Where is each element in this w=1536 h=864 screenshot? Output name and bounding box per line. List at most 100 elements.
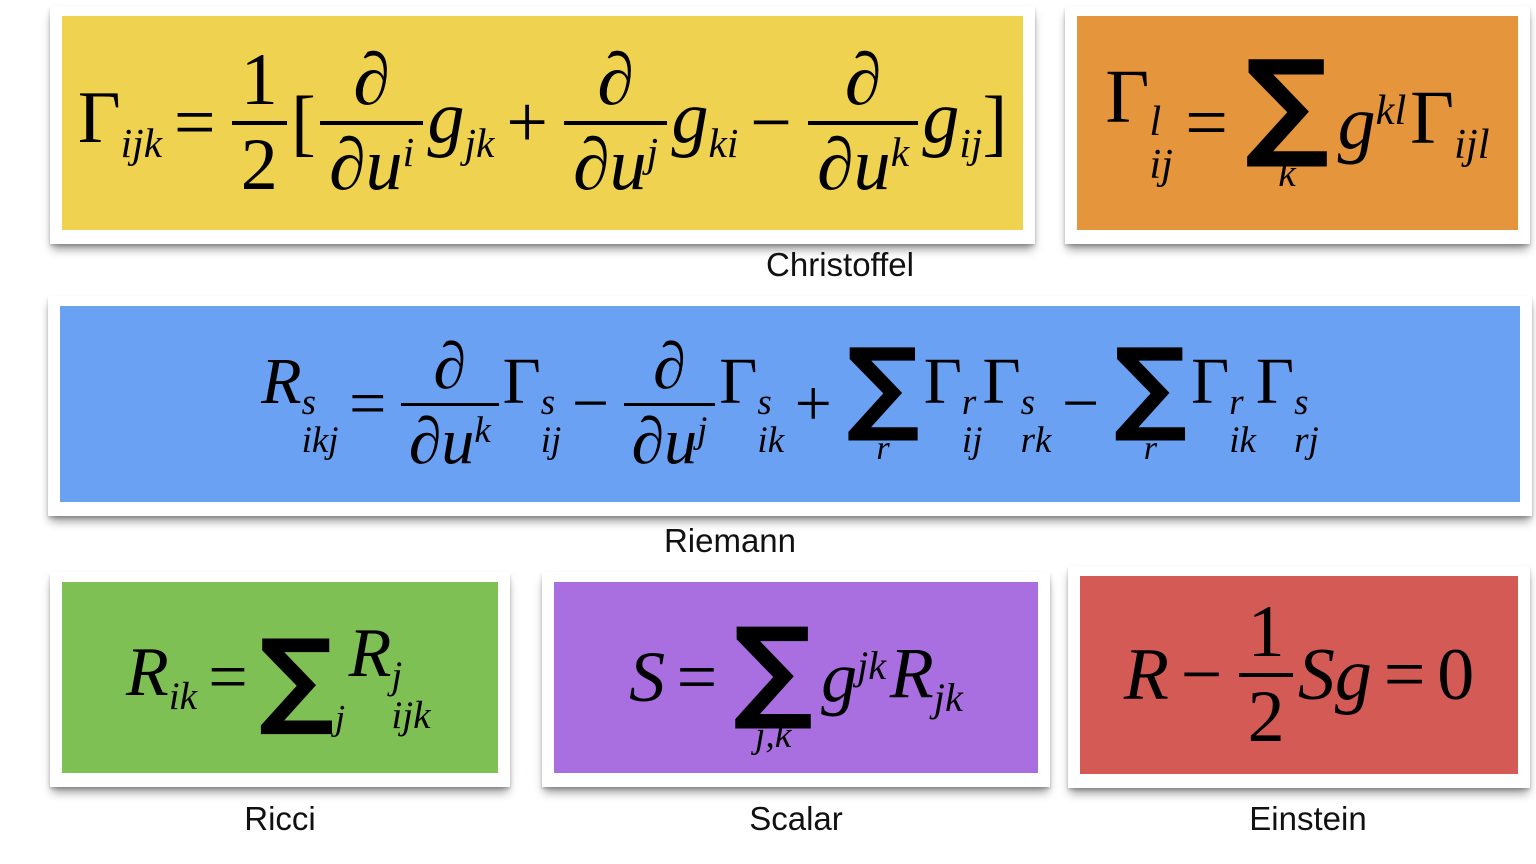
gamma-subscript: ijk (120, 120, 163, 167)
g-subscript-2: ki (708, 120, 739, 167)
equals-sign: = (1383, 634, 1426, 716)
du-index-3: k (890, 128, 910, 175)
g-superscript-kl: kl (1375, 87, 1407, 135)
partial-u-1: ∂ui (320, 121, 424, 206)
riemann-plus: + (794, 367, 832, 440)
ricci-summation: ∑ j (259, 625, 345, 736)
christoffel-lower-card: Γijk = 1 2 [ ∂ ∂ui gjk + ∂ ∂uj gki − ∂ ∂… (50, 6, 1035, 244)
partial-u-3: ∂uk (808, 121, 918, 203)
du-1: ∂u (329, 123, 403, 206)
partial-symbol-2: ∂ (597, 38, 634, 121)
sigma-limit-jk: j,k (754, 715, 792, 757)
riemann-superscript-s: s (301, 381, 316, 423)
g-symbol-1: g (427, 77, 465, 160)
einstein-zero: 0 (1437, 634, 1475, 716)
scalar-card: S = ∑ j,k gjk Rjk (542, 572, 1050, 787)
ricci-rhs-glyph: R (348, 615, 392, 693)
sigma-glyph-2: ∑ (1113, 327, 1188, 447)
summation-operator: ∑ k (1245, 44, 1330, 196)
minus-operator: − (750, 82, 792, 164)
scalar-summation: ∑ j,k (733, 604, 814, 757)
open-bracket: [ (291, 82, 316, 164)
g-subscript-3: ij (959, 120, 983, 167)
partial-symbol-k: ∂ (433, 329, 467, 403)
metric-g-1: gjk (427, 81, 494, 164)
einstein-one-half: 1 2 (1238, 590, 1294, 756)
einstein-scalar-s: S (1297, 634, 1335, 716)
gamma-5-sub: ik (1229, 419, 1256, 461)
gamma-5-sup: r (1229, 381, 1244, 423)
scalar-lhs: S (629, 637, 666, 718)
gamma-subscript-ij: ij (1149, 141, 1174, 189)
riemann-minus-2: − (1061, 367, 1100, 440)
caption-christoffel: Christoffel (766, 246, 914, 283)
gamma-superscript: l (1149, 97, 1162, 145)
sigma-index-k: k (1278, 151, 1296, 196)
sigma-glyph-1: ∑ (846, 327, 920, 447)
einstein-metric-g: g (1334, 634, 1372, 716)
christoffel-lower-formula: Γijk = 1 2 [ ∂ ∂ui gjk + ∂ ∂uj gki − ∂ ∂… (77, 38, 1007, 206)
sigma-glyph: ∑ (733, 604, 814, 735)
gamma-glyph-2: Γ (1410, 75, 1455, 160)
scalar-inverse-metric: gjk (818, 641, 890, 713)
du-3: ∂u (817, 123, 891, 206)
gamma-1-sup: s (540, 381, 556, 423)
gamma-lower-term: Γijl (1410, 80, 1489, 167)
g-subscript-1: jk (464, 120, 495, 167)
du-index-2: j (646, 128, 659, 175)
partial-derivative-1: ∂ ∂ui (320, 42, 424, 206)
einstein-ricci-r: R (1123, 634, 1169, 716)
einstein-minus: − (1180, 634, 1223, 716)
equals-sign: = (1185, 80, 1229, 165)
einstein-formula: R − 1 2 S g = 0 (1123, 590, 1475, 756)
einstein-numerator: 1 (1247, 590, 1285, 673)
gamma-glyph-5: Γ (1191, 345, 1230, 419)
g-symbol-2: g (671, 77, 709, 160)
gamma-2-sup: s (757, 381, 772, 423)
metric-g-2: gki (672, 81, 739, 164)
gamma-1-sub: ij (540, 419, 562, 461)
sigma-limit-j: j (334, 697, 346, 738)
riemann-sum-2: ∑ r (1113, 327, 1188, 468)
du-index-1: i (402, 128, 415, 175)
riemann-partial-1: ∂ ∂uk (400, 329, 499, 476)
einstein-plate: R − 1 2 S g = 0 (1080, 576, 1518, 774)
gamma-6-sup: s (1294, 381, 1309, 423)
ricci-lhs: Rik (126, 638, 197, 717)
sigma-2-limit-r: r (1143, 429, 1158, 468)
gamma-glyph-6: Γ (1255, 345, 1295, 419)
scalar-plate: S = ∑ j,k gjk Rjk (554, 582, 1038, 773)
equals-sign: = (173, 82, 216, 164)
ricci-rhs-sup-j: j (391, 653, 403, 697)
inverse-metric-g: gkl (1334, 85, 1410, 161)
du-2: ∂u (573, 123, 647, 206)
equals-sign: = (208, 638, 248, 716)
gamma-symbol: Γijk (77, 77, 163, 167)
gamma-4-sub: rk (1020, 419, 1052, 461)
ricci-rhs-sub-ijk: ijk (391, 693, 431, 737)
sigma-1-limit-r: r (876, 429, 890, 468)
partial-u-j: ∂uj (623, 402, 716, 476)
partial-derivative-3: ∂ ∂uk (808, 42, 918, 204)
metric-g-3: gij (922, 81, 982, 164)
gamma-glyph-1: Γ (502, 345, 541, 419)
equals-sign: = (676, 637, 718, 718)
